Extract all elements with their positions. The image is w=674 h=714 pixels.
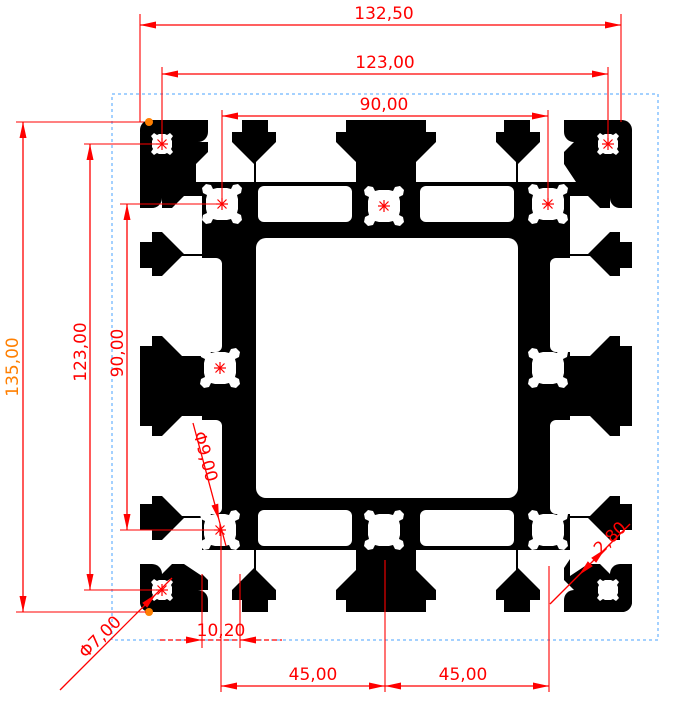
aluminium-profile xyxy=(140,118,632,616)
dim-text-123-horizontal: 123,00 xyxy=(355,53,414,73)
dimension-hole-pitch-x-90[interactable]: 90,00 xyxy=(221,95,549,204)
dim-text-123-vertical: 123,00 xyxy=(71,322,91,381)
dim-text-90-vertical: 90,00 xyxy=(108,329,128,378)
dimension-overall-height[interactable]: 135,00 xyxy=(3,121,146,613)
dimension-hole-pitch-y-123[interactable]: 123,00 xyxy=(71,143,162,591)
side-cavities xyxy=(186,186,586,546)
dim-text-45-left: 45,00 xyxy=(289,665,338,685)
dimension-hole-pitch-y-90[interactable]: 90,00 xyxy=(108,203,222,531)
dimension-bottom-pitch-left[interactable]: 45,00 xyxy=(220,530,386,692)
t-slots-top xyxy=(196,120,576,182)
dimension-hole-pitch-x-123[interactable]: 123,00 xyxy=(161,53,609,144)
dimension-small-hole-diameter[interactable]: Φ7,00 xyxy=(59,577,173,691)
dimension-overall-width[interactable]: 132,50 xyxy=(139,4,622,122)
t-slots-bottom xyxy=(196,550,576,612)
vertex-marker-bottom-left xyxy=(145,608,153,616)
dim-text-135: 135,00 xyxy=(3,337,23,396)
dim-text-90-horizontal: 90,00 xyxy=(360,95,409,115)
dim-text-45-right: 45,00 xyxy=(439,665,488,685)
dim-text-phi-7: Φ7,00 xyxy=(75,612,125,662)
dim-text-132-50: 132,50 xyxy=(354,4,413,24)
vertex-marker-top-left xyxy=(145,118,153,126)
dimension-bottom-pitch-right[interactable]: 45,00 xyxy=(385,566,550,692)
central-cavity xyxy=(256,238,518,498)
